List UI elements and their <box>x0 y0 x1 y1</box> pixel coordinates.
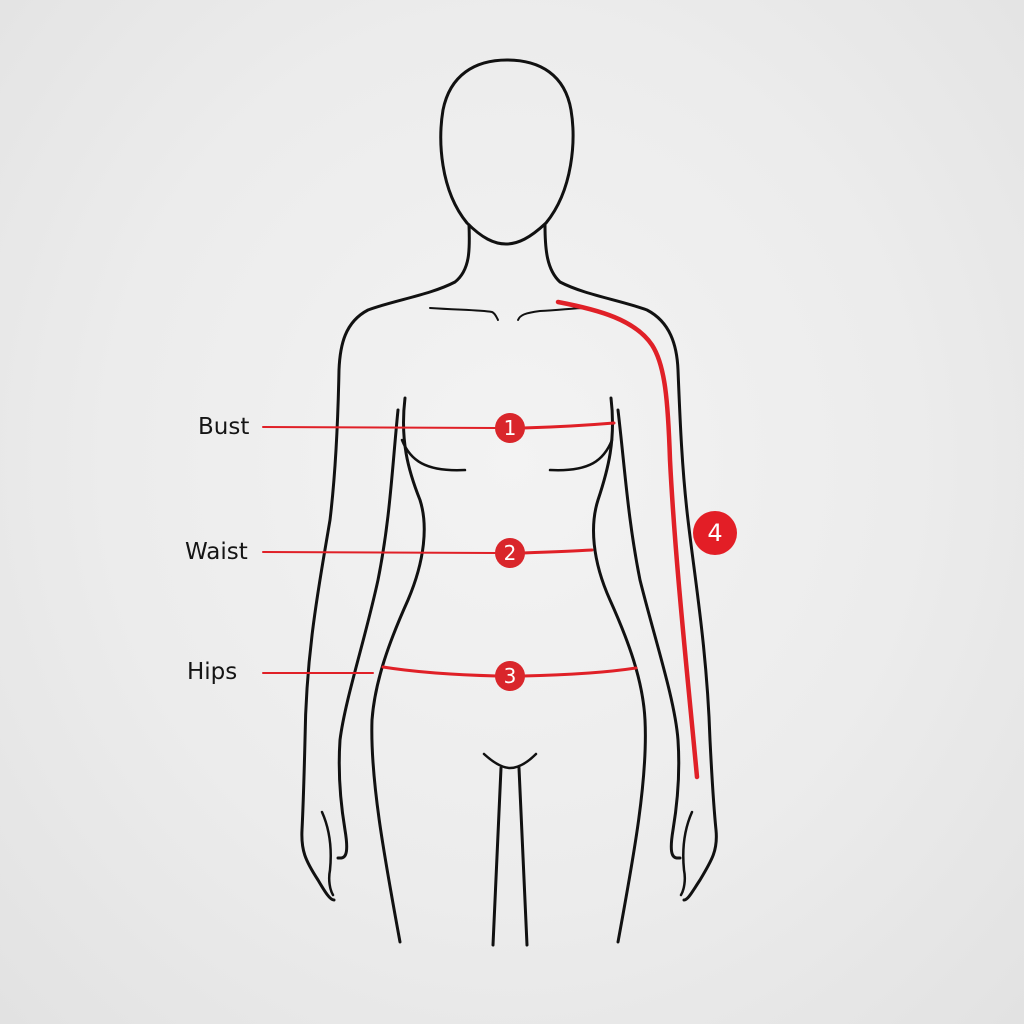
bust-label: Bust <box>198 414 250 440</box>
bust-number-badge: 1 <box>495 413 525 443</box>
bust-measure-line <box>521 421 616 430</box>
collarbone-right <box>517 307 586 321</box>
hips-number-badge: 3 <box>495 661 525 691</box>
crotch-curve <box>482 752 538 770</box>
hips-measure-line <box>381 665 638 678</box>
inner-leg-right <box>517 766 529 947</box>
right-torso-side <box>592 396 647 944</box>
bust-curve-left <box>400 438 467 472</box>
inner-leg-left <box>491 766 503 947</box>
right-body-outline <box>543 223 718 902</box>
left-torso-side <box>370 396 426 944</box>
right-inner-arm <box>616 408 682 860</box>
arm-length-measure-line <box>555 299 700 780</box>
arm-length-number-badge: 4 <box>693 511 737 555</box>
waist-label: Waist <box>185 539 248 565</box>
left-inner-arm <box>336 408 400 860</box>
right-hand <box>679 810 694 897</box>
head-outline <box>439 58 575 246</box>
collarbone-left <box>429 307 499 321</box>
waist-pointer-line <box>262 551 498 554</box>
waist-number-badge: 2 <box>495 538 525 568</box>
left-hand <box>320 810 335 897</box>
bust-curve-right <box>548 438 614 472</box>
bust-pointer-line <box>262 426 498 429</box>
waist-measure-line <box>521 548 594 555</box>
hips-label: Hips <box>187 659 238 685</box>
left-body-outline <box>300 223 471 902</box>
